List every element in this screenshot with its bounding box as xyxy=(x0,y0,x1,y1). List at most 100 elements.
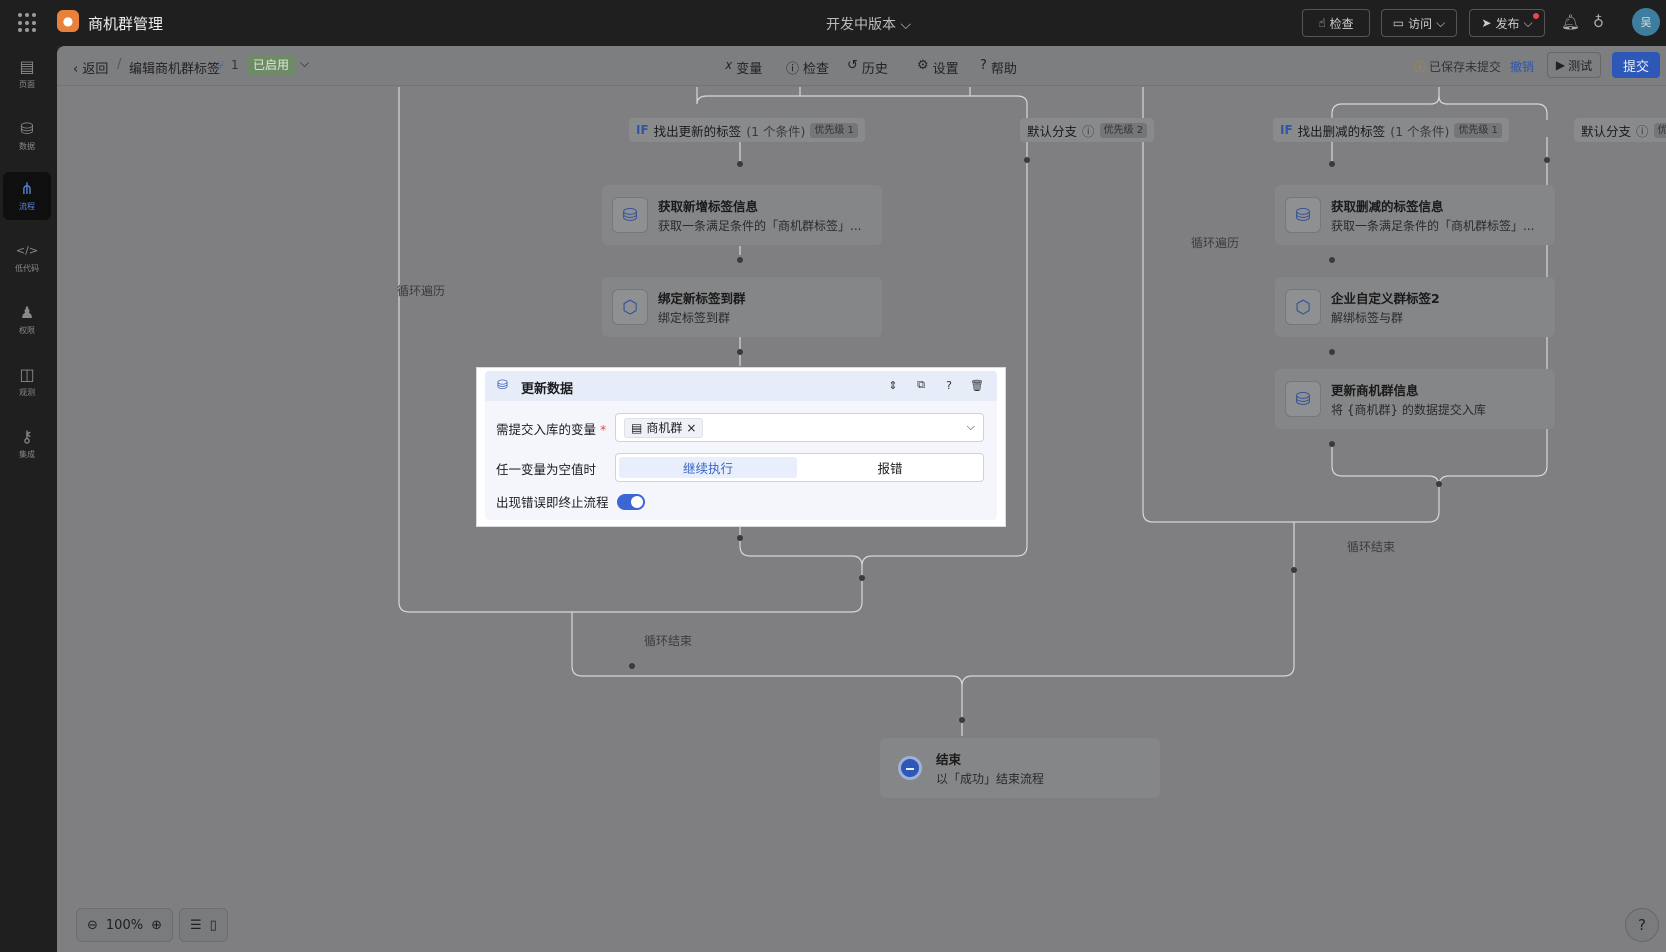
zoom-in-icon[interactable]: ⊕ xyxy=(151,917,162,933)
condition-title: 默认分支 xyxy=(1581,123,1632,139)
branch-condition[interactable]: IF 找出更新的标签 (1 个条件) 优先级 1 xyxy=(629,118,865,142)
check-button[interactable]: ☝检查 xyxy=(1302,9,1370,37)
null-value-label: 任一变量为空值时 xyxy=(496,462,597,477)
apps-grid-icon[interactable] xyxy=(18,13,38,33)
stop-icon xyxy=(898,756,922,780)
condition-title: 默认分支 xyxy=(1027,123,1078,139)
visit-label: 访问 xyxy=(1408,16,1433,31)
nav-item-data[interactable]: ⛁ 数据 xyxy=(3,112,51,160)
plugin-icon: ⬡ xyxy=(1285,289,1321,325)
menu-history[interactable]: ↺历史 xyxy=(847,58,888,77)
notification-dot xyxy=(1533,13,1539,19)
back-label: 返回 xyxy=(82,62,109,77)
version-selector[interactable]: 开发中版本 ⌵ xyxy=(826,17,912,33)
flow-title: 编辑商机群标签 xyxy=(129,62,221,77)
undo-link[interactable]: 撤销 xyxy=(1510,60,1535,74)
nav-label: 低代码 xyxy=(15,264,39,273)
menu-label: 检查 xyxy=(803,62,830,77)
menu-settings[interactable]: ⚙设置 xyxy=(917,58,959,77)
node-desc: 以「成功」结束流程 xyxy=(936,772,1045,786)
nav-label: 集成 xyxy=(19,450,35,459)
send-icon: ➤ xyxy=(1481,16,1492,30)
option-continue[interactable]: 继续执行 xyxy=(619,457,797,478)
page-icon: ▤ xyxy=(19,57,35,76)
submit-button[interactable]: 提交 xyxy=(1612,52,1660,78)
nav-label: 数据 xyxy=(19,142,35,151)
menu-help[interactable]: ?帮助 xyxy=(980,58,1017,77)
end-node[interactable]: 结束 以「成功」结束流程 xyxy=(880,738,1160,798)
breadcrumb-separator: / xyxy=(117,57,122,72)
flow-node[interactable]: ⛁ 获取新增标签信息 获取一条满足条件的「商机群标签」... xyxy=(602,185,882,245)
trash-icon[interactable]: 🗑︎ xyxy=(970,378,984,392)
variable-chip: ▤ 商机群 × xyxy=(624,418,704,438)
loop-end-label: 循环结束 xyxy=(644,634,693,648)
nav-item-integration[interactable]: ⚷ 集成 xyxy=(3,420,51,468)
test-button[interactable]: ▶测试 xyxy=(1547,52,1601,78)
panel-body: ⛁ 更新数据 ⇕ ⧉ ? 🗑︎ 需提交入库的变量* ▤ 商机群 × ⌵ 任一变量… xyxy=(485,371,997,520)
avatar[interactable]: 吴 xyxy=(1632,8,1660,36)
bulb-icon[interactable]: ♁ xyxy=(1593,13,1604,31)
zoom-level: 100% xyxy=(105,917,144,933)
chevron-down-icon[interactable]: ⌵ xyxy=(966,420,975,433)
test-label: 测试 xyxy=(1568,58,1593,73)
nav-item-lowcode[interactable]: </>低代码 xyxy=(3,234,51,282)
visit-button[interactable]: ▭访问⌵ xyxy=(1381,9,1457,37)
database-search-icon: ⛁ xyxy=(1285,197,1321,233)
nav-item-flow[interactable]: ⋔流程 xyxy=(3,172,51,220)
chevron-left-icon: ‹ xyxy=(73,62,83,77)
nav-item-permission[interactable]: ♟权限 xyxy=(3,296,51,344)
database-search-icon: ⛁ xyxy=(612,197,648,233)
collapse-icon[interactable]: ☰ xyxy=(189,917,202,933)
info-icon: ⓘ xyxy=(786,62,800,77)
publish-button[interactable]: ➤发布⌵ xyxy=(1469,9,1545,37)
top-bar: ● 商机群管理 开发中版本 ⌵ ☝检查 ▭访问⌵ ➤发布⌵ 🔔︎ ♁ 吴 xyxy=(0,0,1666,46)
nav-item-observe[interactable]: ◫观测 xyxy=(3,358,51,406)
chevron-down-icon[interactable]: ⌵ xyxy=(300,56,310,70)
zoom-out-icon[interactable]: ⊖ xyxy=(87,917,98,933)
node-title: 更新商机群信息 xyxy=(1331,383,1419,398)
priority-badge: 优先级 1 xyxy=(1454,122,1502,138)
check-label: 检查 xyxy=(1329,16,1354,31)
bell-icon[interactable]: 🔔︎ xyxy=(1561,13,1581,31)
collapse-icon[interactable]: ⇕ xyxy=(888,378,898,392)
flow-node[interactable]: ⛁ 更新商机群信息 将 {商机群} 的数据提交入库 xyxy=(1275,369,1555,429)
condition-title: 找出删减的标签 xyxy=(1297,123,1386,139)
nav-label: 流程 xyxy=(19,202,35,211)
stop-on-error-toggle[interactable] xyxy=(617,494,645,510)
copy-icon[interactable]: ⧉ xyxy=(917,378,925,391)
condition-title: 找出更新的标签 xyxy=(653,123,742,139)
users-icon: ♟ xyxy=(19,303,35,322)
variable-select[interactable]: ▤ 商机群 × ⌵ xyxy=(615,413,984,442)
option-error[interactable]: 报错 xyxy=(877,461,903,476)
help-icon[interactable]: ? xyxy=(1625,908,1659,942)
warning-icon: ⓘ xyxy=(1414,60,1427,74)
close-icon[interactable]: × xyxy=(686,421,697,435)
flow-node[interactable]: ⬡ 绑定新标签到群 绑定标签到群 xyxy=(602,277,882,337)
expand-icon[interactable]: ▯ xyxy=(209,917,217,933)
node-title: 获取新增标签信息 xyxy=(658,199,759,214)
menu-label: 变量 xyxy=(736,62,763,77)
database-icon: ⛁ xyxy=(20,119,34,138)
flow-node[interactable]: ⛁ 获取删减的标签信息 获取一条满足条件的「商机群标签」... xyxy=(1275,185,1555,245)
branch-default[interactable]: 默认分支 ⓘ 优先级 2 xyxy=(1020,118,1155,142)
if-icon: IF xyxy=(636,123,649,137)
nav-item-page[interactable]: ▤页面 xyxy=(3,50,51,98)
monitor-icon: ◫ xyxy=(19,365,35,384)
menu-label: 设置 xyxy=(932,62,959,77)
back-button[interactable]: ‹ 返回 xyxy=(73,58,108,77)
panel-header: ⛁ 更新数据 ⇕ ⧉ ? 🗑︎ xyxy=(485,371,997,401)
info-icon: ⓘ xyxy=(1636,123,1649,139)
plugin-icon: ⬡ xyxy=(612,289,648,325)
node-desc: 获取一条满足条件的「商机群标签」... xyxy=(658,219,862,233)
save-status-text: 已保存未提交 xyxy=(1429,60,1502,74)
node-desc: 解绑标签与群 xyxy=(1331,311,1404,325)
help-icon[interactable]: ? xyxy=(946,378,952,392)
branch-default[interactable]: 默认分支 ⓘ 优 xyxy=(1574,118,1666,142)
flow-node[interactable]: ⬡ 企业自定义群标签2 解绑标签与群 xyxy=(1275,277,1555,337)
branch-condition[interactable]: IF 找出删减的标签 (1 个条件) 优先级 1 xyxy=(1273,118,1509,142)
key-icon: ⚷ xyxy=(21,427,33,446)
stop-on-error-label: 出现错误即终止流程 xyxy=(496,495,609,510)
